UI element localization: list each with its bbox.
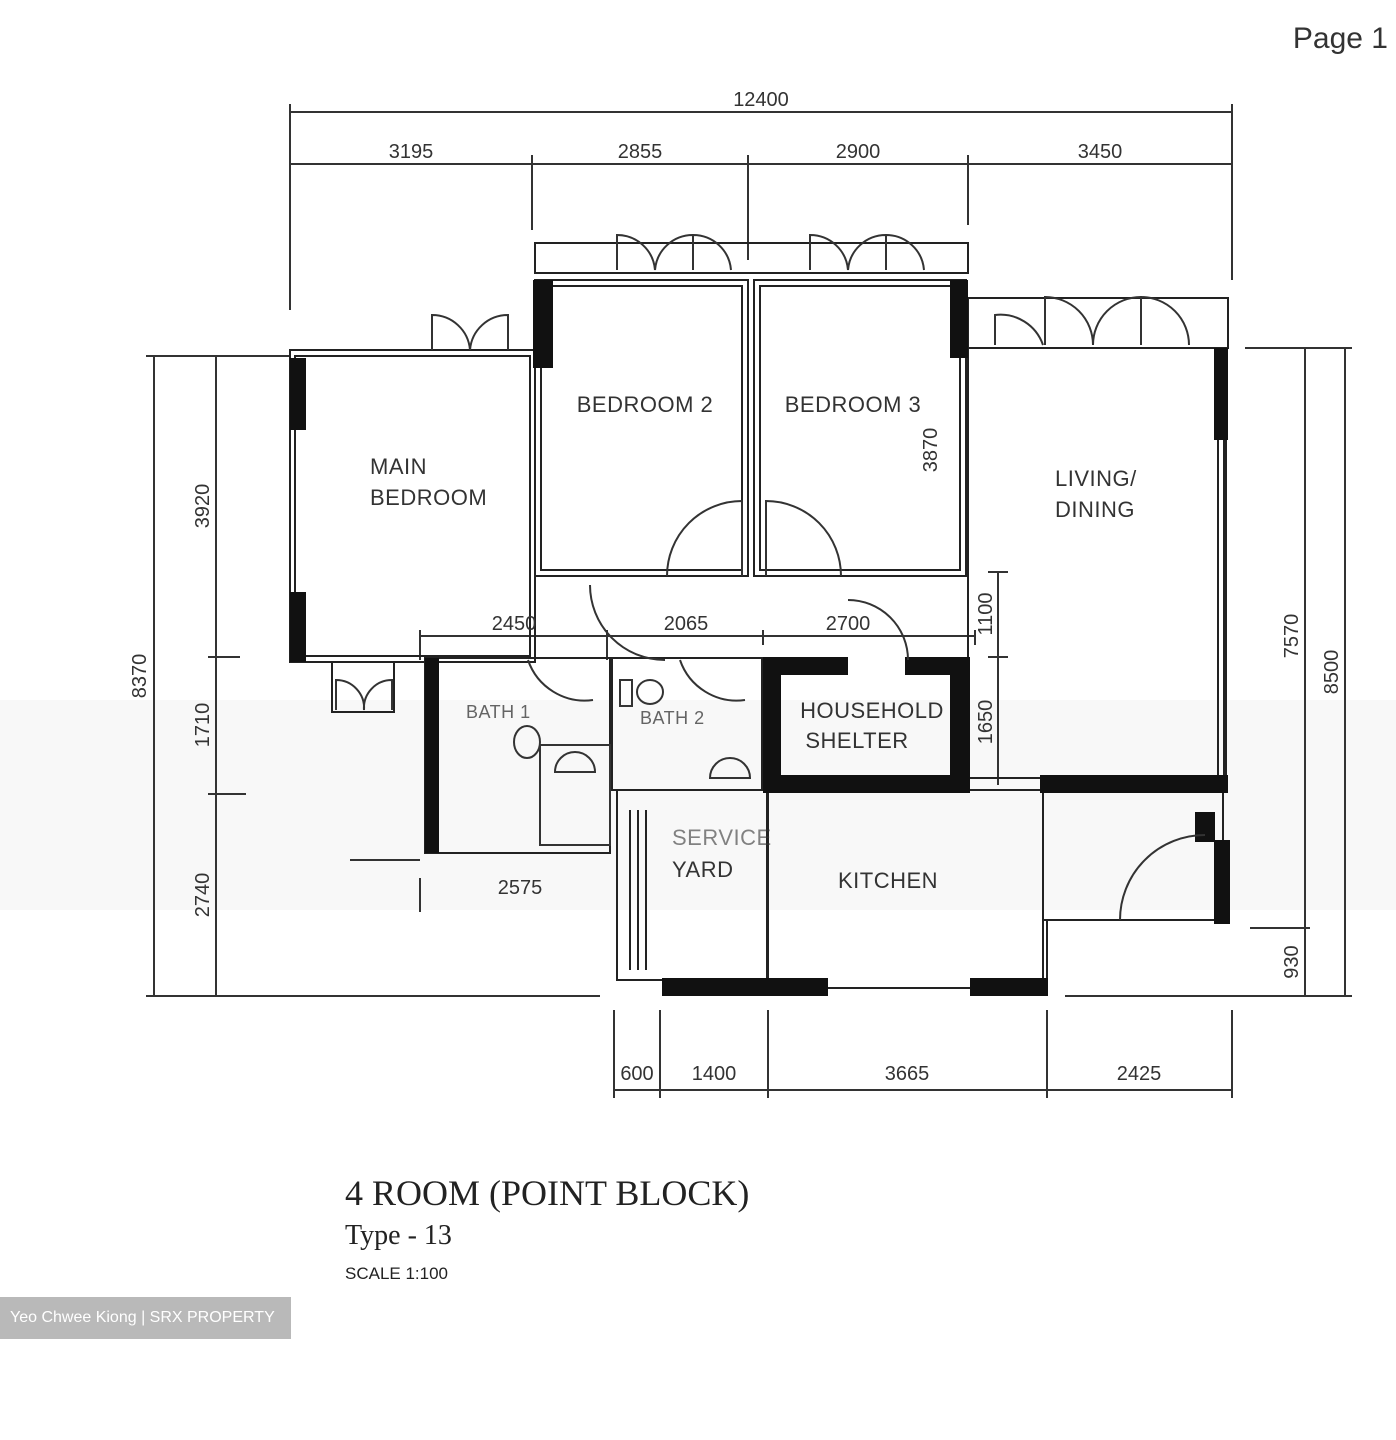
room-labels: MAIN BEDROOM BEDROOM 2 BEDROOM 3 LIVING/… <box>370 392 1137 893</box>
svg-text:1400: 1400 <box>692 1063 737 1085</box>
svg-text:1710: 1710 <box>192 703 214 748</box>
room-shelter-line1: HOUSEHOLD <box>800 698 944 723</box>
agent-watermark: Yeo Chwee Kiong | SRX PROPERTY <box>0 1297 291 1339</box>
structural-walls <box>290 280 1230 996</box>
floor-plan-drawing: 12400 3195 2855 2900 3450 8370 3920 1710… <box>129 89 1352 1098</box>
room-shelter-line2: SHELTER <box>805 728 908 753</box>
svg-text:3195: 3195 <box>389 141 434 163</box>
svg-text:930: 930 <box>1281 945 1303 978</box>
room-bath-2: BATH 2 <box>640 708 705 728</box>
plan-scale: SCALE 1:100 <box>345 1264 449 1283</box>
room-main-bedroom-line2: BEDROOM <box>370 485 487 510</box>
svg-text:3450: 3450 <box>1078 141 1123 163</box>
svg-text:12400: 12400 <box>733 89 789 111</box>
room-living-line2: DINING <box>1055 497 1135 522</box>
svg-text:2700: 2700 <box>826 613 871 635</box>
room-service-yard-line1: SERVICE <box>672 825 772 850</box>
svg-text:2450: 2450 <box>492 613 537 635</box>
toilet-icon <box>636 679 664 705</box>
svg-text:8370: 8370 <box>129 654 151 699</box>
svg-text:1100: 1100 <box>975 592 997 635</box>
plan-title: 4 ROOM (POINT BLOCK) <box>345 1173 750 1213</box>
basin-icon <box>708 757 752 779</box>
sanitary-fixtures <box>513 679 752 846</box>
title-block: 4 ROOM (POINT BLOCK) Type - 13 SCALE 1:1… <box>345 1172 749 1284</box>
toilet-icon <box>513 725 541 759</box>
scan-blur-band <box>0 700 1396 910</box>
page-number-label: Page 1 <box>1292 22 1388 55</box>
door-swing-arcs <box>335 233 1206 921</box>
svg-text:2855: 2855 <box>618 141 663 163</box>
dimension-lines <box>146 104 1352 1098</box>
room-bedroom-3: BEDROOM 3 <box>785 392 922 417</box>
svg-text:2575: 2575 <box>498 877 543 899</box>
svg-text:1650: 1650 <box>975 700 997 745</box>
svg-text:7570: 7570 <box>1281 614 1303 659</box>
dimension-labels: 12400 3195 2855 2900 3450 8370 3920 1710… <box>129 89 1343 1085</box>
svg-text:3920: 3920 <box>192 484 214 529</box>
svg-text:2065: 2065 <box>664 613 709 635</box>
svg-text:3665: 3665 <box>885 1063 930 1085</box>
room-kitchen: KITCHEN <box>838 868 938 893</box>
svg-text:2425: 2425 <box>1117 1063 1162 1085</box>
svg-text:600: 600 <box>620 1063 653 1085</box>
room-bedroom-2: BEDROOM 2 <box>577 392 714 417</box>
thin-walls <box>289 242 1229 990</box>
room-living-line1: LIVING/ <box>1055 466 1137 491</box>
svg-text:2740: 2740 <box>192 873 214 918</box>
svg-text:2900: 2900 <box>836 141 881 163</box>
room-main-bedroom-line1: MAIN <box>370 454 427 479</box>
svg-text:3870: 3870 <box>920 428 942 473</box>
room-bath-1: BATH 1 <box>466 702 531 722</box>
room-service-yard-line2: YARD <box>672 857 734 882</box>
svg-text:8500: 8500 <box>1321 650 1343 695</box>
basin-icon <box>553 751 597 773</box>
plan-type: Type - 13 <box>345 1220 452 1251</box>
